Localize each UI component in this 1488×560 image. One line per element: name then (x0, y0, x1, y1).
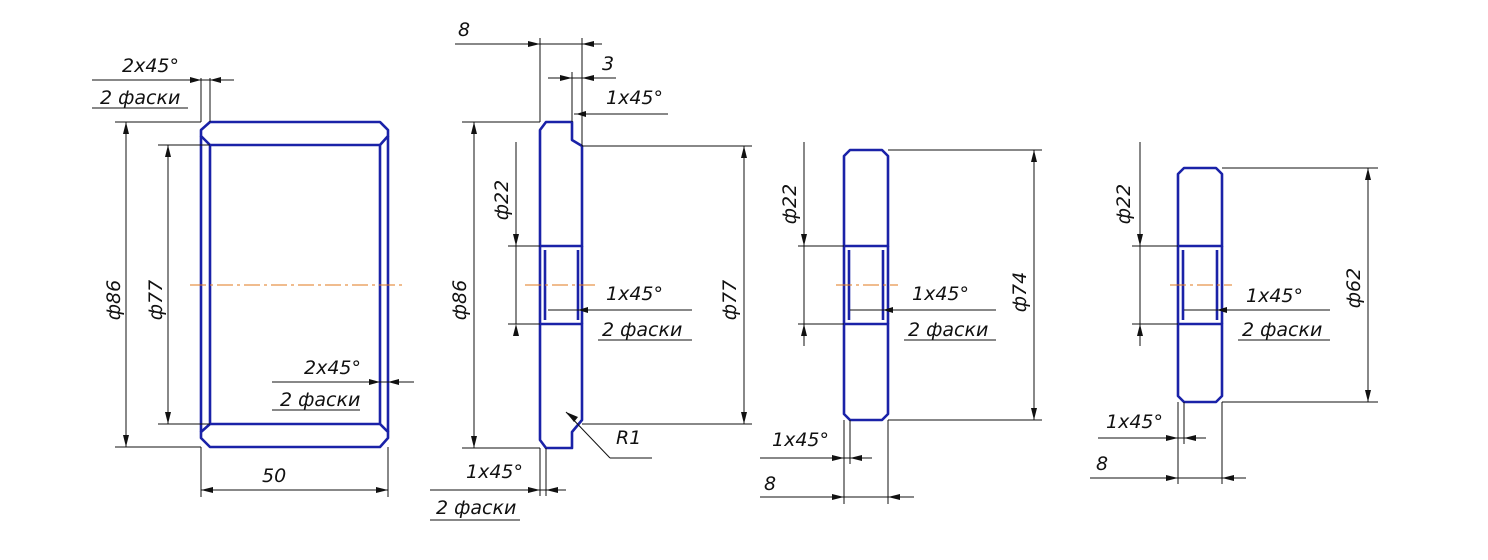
part3-chamfer-bore-size: 1x45° (912, 283, 969, 305)
part3-upper-section (842, 148, 890, 248)
part1-bottom-wall (199, 422, 390, 449)
part4-bore-diameter: ф22 (1113, 184, 1135, 224)
part3-chamfer-bottom: 1x45° (772, 429, 829, 451)
part2-outer-diameter: ф86 (449, 280, 471, 320)
part3-chamfer-bore-note: 2 фаски (908, 319, 988, 341)
part2-chamfer-bottom-note: 2 фаски (436, 497, 516, 519)
part4-lower-section (1176, 322, 1224, 404)
part2-chamfer-top: 1x45° (606, 87, 663, 109)
part4-chamfer-bottom: 1x45° (1106, 411, 1163, 433)
part4-width: 8 (1096, 453, 1108, 475)
part2-upper-section (538, 120, 584, 248)
part2-bore-diameter: ф22 (491, 180, 513, 220)
part2-radius: R1 (616, 427, 641, 449)
part2-chamfer-bottom-size: 1x45° (466, 461, 523, 483)
part1-chamfer-inner-size: 2x45° (304, 357, 361, 379)
part3-width: 8 (764, 473, 776, 495)
part2-hub-diameter: ф77 (719, 280, 741, 320)
part1-outer-diameter: ф86 (103, 280, 125, 320)
part2-chamfer-bore-size: 1x45° (606, 283, 663, 305)
part4-upper-section (1176, 166, 1224, 248)
part1-chamfer-top-note: 2 фаски (100, 87, 180, 109)
part2-flange: 8 3 1x45° ф22 ф86 1x45° 2 фаски (430, 19, 752, 521)
part1-inner-diameter: ф77 (145, 280, 167, 320)
part3-washer: ф22 1x45° 2 фаски ф74 1x45° 8 (760, 142, 1042, 504)
part1-top-wall (199, 120, 390, 147)
part1-length: 50 (262, 465, 286, 487)
part4-outer-diameter: ф62 (1343, 268, 1365, 308)
part3-bore-diameter: ф22 (779, 184, 801, 224)
part2-chamfer-bore-note: 2 фаски (602, 319, 682, 341)
part3-lower-section (842, 322, 890, 422)
part2-width-dim: 8 (458, 19, 470, 41)
part4-washer: ф22 1x45° 2 фаски ф62 1x45° 8 (1090, 142, 1378, 484)
part2-step-dim: 3 (602, 53, 614, 75)
part3-outer-diameter: ф74 (1009, 272, 1031, 312)
part1-chamfer-top-size: 2x45° (122, 55, 179, 77)
part2-lower-section (538, 322, 584, 450)
part1-chamfer-inner-note: 2 фаски (280, 389, 360, 411)
part4-chamfer-bore-note: 2 фаски (1242, 319, 1322, 341)
part1-sleeve: 2x45° 2 фаски ф86 ф77 2x45° 2 фаски 50 (92, 55, 414, 497)
part4-chamfer-bore-size: 1x45° (1246, 285, 1303, 307)
